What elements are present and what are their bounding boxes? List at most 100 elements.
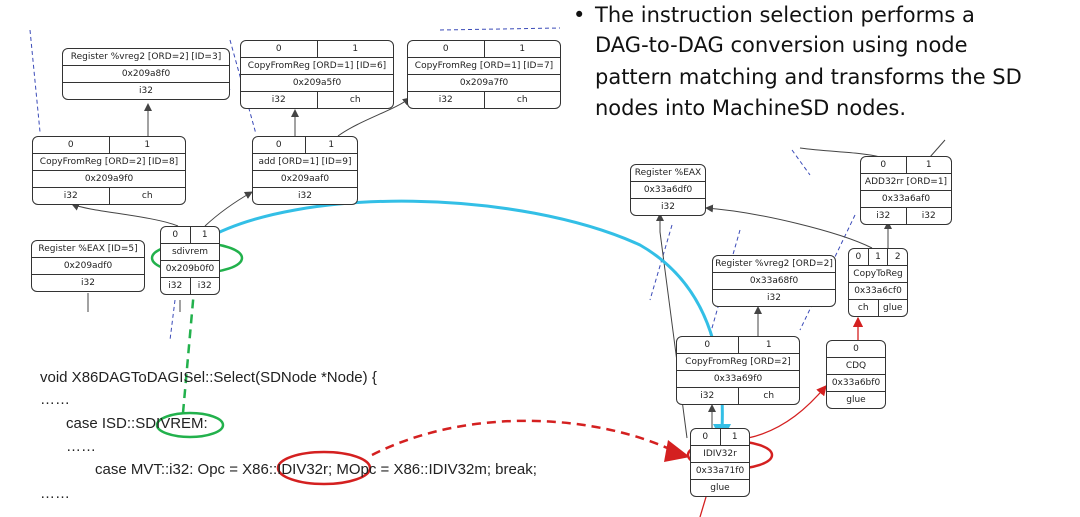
node-cell: sdivrem (171, 247, 209, 257)
edge-copyto-eax (705, 204, 873, 249)
node-cell: 1 (189, 227, 220, 243)
node-cell: CDQ (845, 361, 867, 371)
node-row: Register %vreg2 [ORD=2] (713, 256, 835, 272)
node-cell: 0 (275, 44, 282, 54)
node-row: Register %EAX [ID=5] (32, 241, 144, 257)
node-row: sdivrem (161, 243, 219, 260)
node-row: 0x33a6cf0 (849, 282, 907, 299)
node-cell: i32 (81, 278, 95, 288)
node-cell: i32 (700, 391, 715, 401)
edge-sdivrem-copyfrom8 (71, 203, 179, 227)
dashed-edge-5 (439, 27, 561, 31)
red-edge-idiv-cdq (747, 385, 827, 439)
node-row: 0x33a71f0 (691, 462, 749, 479)
edge-add32-up (799, 147, 881, 158)
node-cell: 0x209a9f0 (84, 174, 134, 184)
node-row: 0 (827, 341, 885, 357)
red-arrowhead (664, 440, 690, 462)
node-cell: IDIV32r (703, 449, 737, 459)
node-cell: glue (846, 395, 866, 405)
node-row: 0x33a68f0 (713, 272, 835, 289)
node-row: glue (827, 391, 885, 408)
node-row: 0x209adf0 (32, 257, 144, 274)
node-cell: ADD32rr [ORD=1] (864, 177, 948, 187)
node-row: add [ORD=1] [ID=9] (253, 153, 357, 170)
code-line-2: …… (40, 391, 70, 408)
node-row: i32 (63, 82, 229, 99)
node-row: 0x209a9f0 (33, 170, 185, 187)
node-cell: 0x209a5f0 (292, 78, 342, 88)
node-row: i32 ch (677, 387, 799, 404)
node-cell: Register %EAX (634, 168, 702, 178)
node-cell: i32 (63, 191, 78, 201)
node-row: i32 ch (241, 91, 393, 108)
node-cell: glue (877, 300, 908, 316)
node-cell: CopyFromReg [ORD=2] [ID=8] (39, 157, 179, 167)
node-row: CopyFromReg [ORD=1] [ID=6] (241, 57, 393, 74)
node-row: i32 i32 (861, 207, 951, 224)
node-row: i32 ch (33, 187, 185, 204)
node-row: glue (691, 479, 749, 496)
node-cell: 0 (67, 140, 74, 150)
node-cell: i32 (438, 95, 453, 105)
node-cell: Register %vreg2 [ORD=2] (715, 259, 833, 269)
node-cell: 0x33a68f0 (749, 276, 799, 286)
node-cell: 1 (867, 249, 888, 265)
right_dag-node-eax: Register %EAX 0x33a6df0 i32 (630, 164, 706, 216)
node-cell: i32 (661, 202, 675, 212)
node-cell: CopyFromReg [ORD=1] [ID=6] (247, 61, 387, 71)
node-cell: 0 (172, 230, 179, 240)
node-cell: i32 (139, 86, 153, 96)
node-cell: 1 (719, 429, 750, 445)
node-cell: ch (316, 92, 394, 108)
node-cell: ch (737, 388, 800, 404)
node-cell: 1 (316, 41, 394, 57)
edge-add-copyfrom7 (337, 97, 411, 137)
node-row: i32 (713, 289, 835, 306)
node-cell: glue (710, 483, 730, 493)
node-cell: 0x209aaf0 (280, 174, 330, 184)
node-row: Register %EAX (631, 165, 705, 181)
node-cell: 0x33a6df0 (643, 185, 693, 195)
node-cell: i32 (189, 278, 220, 294)
cyan-arrow (203, 199, 724, 431)
left_dag-node-eax5: Register %EAX [ID=5]0x209adf0 i32 (31, 240, 145, 292)
node-row: IDIV32r (691, 445, 749, 462)
node-cell: 0 (853, 344, 859, 354)
node-cell: 0x209a8f0 (121, 69, 171, 79)
node-cell: 0x209b0f0 (165, 264, 215, 274)
node-cell: 0x33a6cf0 (854, 286, 902, 296)
node-cell: 0x33a6af0 (881, 194, 931, 204)
node-cell: i32 (905, 208, 952, 224)
node-cell: 1 (483, 41, 561, 57)
code-line-5: case MVT::i32: Opc = X86::IDIV32r; MOpc … (95, 461, 537, 478)
node-row: 0x209a7f0 (408, 74, 560, 91)
green-highlight-code (155, 411, 225, 439)
node-row: 0x209a8f0 (63, 65, 229, 82)
node-cell: CopyFromReg [ORD=2] (685, 357, 791, 367)
node-cell: i32 (876, 211, 891, 221)
node-cell: i32 (767, 293, 781, 303)
dashed-edge-9 (649, 224, 673, 301)
node-row: i32 (32, 274, 144, 291)
node-cell: ch (108, 188, 186, 204)
bullet-line-4: nodes into MachineSD nodes. (595, 96, 907, 120)
code-line-1: void X86DAGToDAGISel::Select(SDNode *Nod… (40, 369, 377, 386)
node-cell: 0x209a7f0 (459, 78, 509, 88)
node-row: CopyFromReg [ORD=1] [ID=7] (408, 57, 560, 74)
node-cell: ch (483, 92, 561, 108)
node-cell: i32 (271, 95, 286, 105)
node-row: 0x33a6af0 (861, 190, 951, 207)
node-cell: 0x33a71f0 (695, 466, 745, 476)
dashed-edge-4 (169, 299, 176, 341)
